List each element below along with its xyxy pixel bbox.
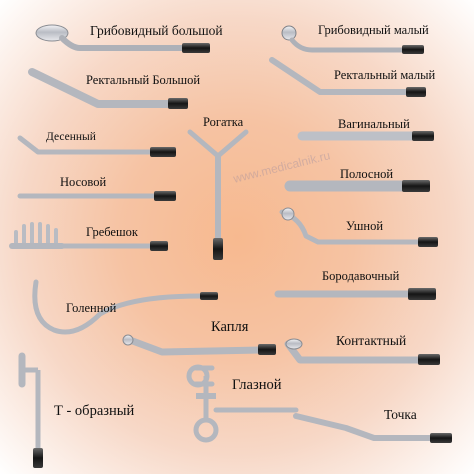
electrode-drop [122, 334, 276, 356]
electrode-eye [186, 364, 299, 443]
electrode-ear [279, 207, 438, 247]
label-rogatka: Рогатка [203, 115, 244, 129]
label-grebeshok: Гребешок [86, 225, 138, 239]
electrode-nasal [17, 191, 176, 201]
label-gribovidny-bolshoy: Грибовидный большой [90, 23, 223, 38]
label-tochka: Точка [384, 407, 417, 422]
electrode-rectal-large [28, 68, 188, 109]
electrode-cavity [284, 180, 430, 192]
electrode-t-shaped [18, 352, 43, 468]
electrode-point [293, 413, 452, 443]
label-ushnoy: Ушной [346, 219, 384, 233]
label-rektalny-maly: Ректальный малый [334, 68, 436, 82]
label-golenny: Голенной [66, 301, 117, 315]
label-kontaktny: Контактный [336, 333, 407, 348]
electrode-slingshot [187, 129, 249, 260]
electrode-shin [32, 279, 218, 335]
label-rektalny-bolshoy: Ректальный Большой [86, 73, 201, 87]
label-glazhoy: Глазной [232, 377, 282, 393]
electrode-comb [9, 222, 168, 251]
electrode-contact [284, 338, 440, 365]
label-borodavochny: Бородавочный [322, 269, 400, 283]
label-vaginalny: Вагинальный [338, 117, 410, 131]
electrode-vaginal [297, 131, 434, 141]
label-desenny: Десенный [46, 131, 96, 143]
label-nosovoy: Носовой [60, 175, 107, 189]
electrode-mushroom-large [35, 24, 210, 53]
label-gribovidny-maly: Грибовидный малый [318, 23, 429, 37]
electrode-wart [274, 288, 436, 300]
label-t-obrazny: Т - образный [54, 403, 135, 419]
label-polosnoy: Полосной [340, 167, 394, 181]
label-kaplya: Капля [211, 319, 249, 335]
electrode-rectal-small [269, 57, 426, 97]
electrode-mushroom-small [281, 25, 424, 54]
electrode-gum [17, 135, 176, 157]
